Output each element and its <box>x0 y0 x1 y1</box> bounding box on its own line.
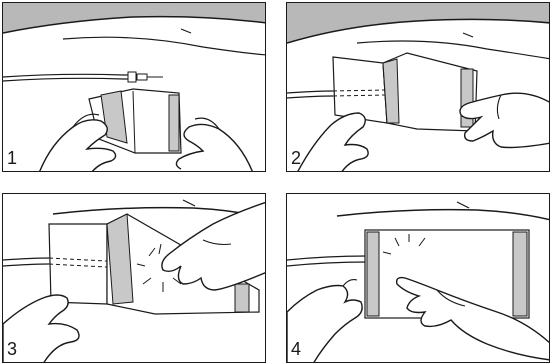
step-3-illustration <box>3 194 265 362</box>
step-2-illustration <box>287 3 549 171</box>
step-4-panel: 4 <box>286 193 550 363</box>
step-number: 2 <box>291 148 302 168</box>
step-2-panel: 2 <box>286 2 550 172</box>
step-3-panel: 3 <box>2 193 266 363</box>
step-number: 4 <box>291 339 302 359</box>
step-1-panel: 1 <box>2 2 266 172</box>
step-number: 3 <box>7 339 18 359</box>
step-4-illustration <box>287 201 549 362</box>
step-1-illustration <box>3 3 265 171</box>
step-number: 1 <box>7 148 18 168</box>
